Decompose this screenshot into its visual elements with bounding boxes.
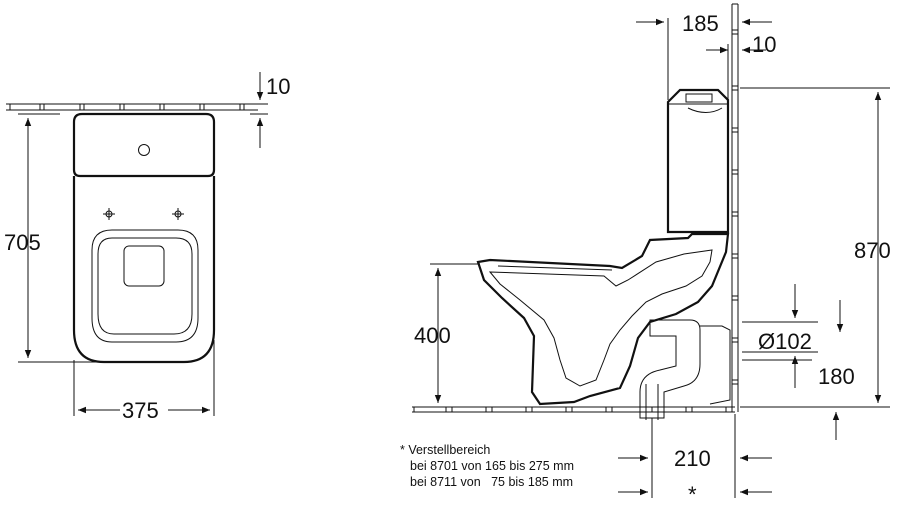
dim-depth: 705	[4, 230, 41, 255]
dim-outlet-distance: 210	[674, 446, 711, 471]
seat-hinge-area	[123, 245, 165, 287]
bowl-inner-side	[488, 249, 713, 387]
dim-asterisk: *	[688, 482, 697, 507]
fixing-point-icon	[103, 208, 115, 220]
cistern-outline	[72, 112, 216, 178]
bowl-outline	[72, 176, 216, 364]
floor-line	[412, 406, 735, 413]
dim-outlet-height: 180	[818, 364, 855, 389]
wall-side-view	[731, 3, 739, 412]
seat-inner	[97, 237, 193, 335]
dim-gap-side: 10	[752, 32, 776, 57]
dim-outlet-diameter: Ø102	[758, 329, 812, 354]
outlet-pipe	[639, 319, 701, 419]
dim-width: 375	[122, 398, 159, 423]
dim-gap-top: 10	[266, 74, 290, 99]
seat-outer	[91, 229, 199, 343]
adjustment-note: * Verstellbereich bei 8701 von 165 bis 2…	[400, 443, 574, 489]
note-line-1: * Verstellbereich	[400, 443, 490, 457]
note-line-3: bei 8711 von 75 bis 185 mm	[410, 475, 573, 489]
flush-button-icon	[138, 144, 150, 156]
fixing-point-icon	[172, 208, 184, 220]
dim-total-height: 870	[854, 238, 891, 263]
top-view: 705 375 10	[4, 72, 290, 423]
wall-top-view	[6, 103, 258, 111]
toilet-body-side	[476, 232, 730, 406]
dim-seat-height: 400	[414, 323, 451, 348]
note-line-2: bei 8701 von 165 bis 275 mm	[410, 459, 574, 473]
dim-tank-depth: 185	[682, 11, 719, 36]
side-view: 185 10 870 400 Ø102 180 210 *	[412, 3, 891, 507]
